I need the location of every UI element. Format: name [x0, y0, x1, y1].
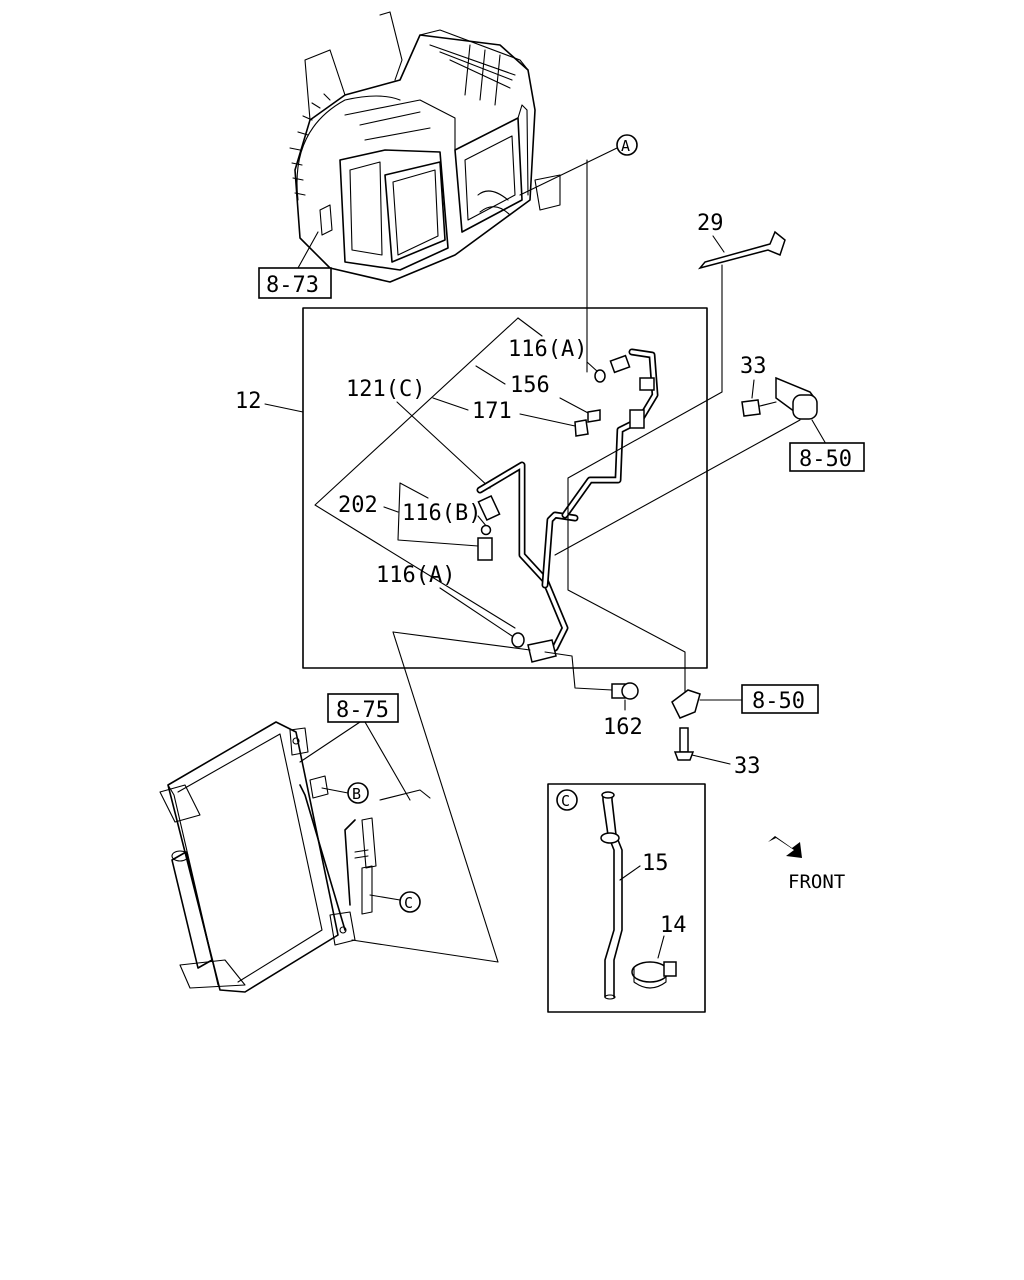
- front-label: FRONT: [788, 871, 845, 893]
- label-116b: 116(B): [402, 501, 481, 526]
- o-ring-116a-mid[interactable]: [511, 632, 525, 648]
- leader-a: [519, 147, 618, 196]
- circle-a-label: A: [621, 137, 630, 155]
- label-33-top: 33: [740, 354, 767, 379]
- bracket-clamp[interactable]: [671, 689, 701, 719]
- label-156: 156: [510, 373, 550, 398]
- refrigerant-pipe-assembly[interactable]: [476, 348, 659, 652]
- fitting-top[interactable]: [609, 354, 631, 374]
- label-162: 162: [603, 715, 643, 740]
- fitting-mid[interactable]: [629, 409, 645, 429]
- label-33-bottom: 33: [734, 754, 761, 779]
- receiver-drier[interactable]: [792, 394, 818, 420]
- circle-a-marker: [616, 134, 638, 156]
- leader-8-73: [297, 231, 319, 269]
- tube-cap[interactable]: [601, 791, 615, 799]
- ref-label-8-50-bottom[interactable]: 8-50: [752, 689, 805, 714]
- bolt-33-bottom[interactable]: [679, 727, 689, 753]
- pipe-clamp[interactable]: [527, 639, 557, 663]
- ref-box-8-50-bottom[interactable]: [741, 684, 819, 714]
- circle-c-radiator-label: C: [404, 894, 413, 912]
- ref-box-8-73[interactable]: [258, 267, 332, 299]
- assembly-box-12: [302, 307, 708, 669]
- ref-label-8-75[interactable]: 8-75: [336, 698, 389, 723]
- label-15: 15: [642, 851, 669, 876]
- nut-171[interactable]: [574, 419, 589, 437]
- label-202: 202: [338, 493, 378, 518]
- bolt-33-top[interactable]: [741, 399, 761, 417]
- tube-seal[interactable]: [600, 832, 620, 844]
- circle-c-detail-label: C: [561, 792, 570, 810]
- hvac-unit-illustration: [289, 11, 561, 283]
- label-12: 12: [235, 389, 262, 414]
- bracket-29[interactable]: [697, 230, 786, 270]
- circle-c-marker: [399, 891, 421, 913]
- circle-b-label: B: [352, 785, 361, 803]
- ref-box-8-75[interactable]: [327, 693, 399, 723]
- bolt-156[interactable]: [587, 409, 601, 423]
- label-121c: 121(C): [346, 377, 425, 402]
- fitting-121c[interactable]: [477, 494, 501, 522]
- o-ring-116a-top[interactable]: [594, 369, 606, 383]
- circle-c-detail-marker: [556, 789, 578, 811]
- plug-202[interactable]: [477, 537, 493, 561]
- hose-clamp-14[interactable]: [631, 961, 669, 983]
- label-116a-mid: 116(A): [376, 563, 455, 588]
- condenser-radiator-illustration: [159, 721, 431, 993]
- ref-label-8-50-top[interactable]: 8-50: [799, 447, 852, 472]
- label-171: 171: [472, 399, 512, 424]
- o-ring-116b[interactable]: [480, 524, 492, 536]
- label-116a-top: 116(A): [508, 337, 587, 362]
- detail-box-c: [547, 783, 706, 1013]
- ref-box-8-50-top[interactable]: [789, 442, 865, 472]
- fitting-upper[interactable]: [639, 377, 655, 391]
- ref-label-8-73[interactable]: 8-73: [266, 273, 319, 298]
- front-direction-arrow-icon: [768, 836, 802, 858]
- label-29: 29: [697, 211, 724, 236]
- label-14: 14: [660, 913, 687, 938]
